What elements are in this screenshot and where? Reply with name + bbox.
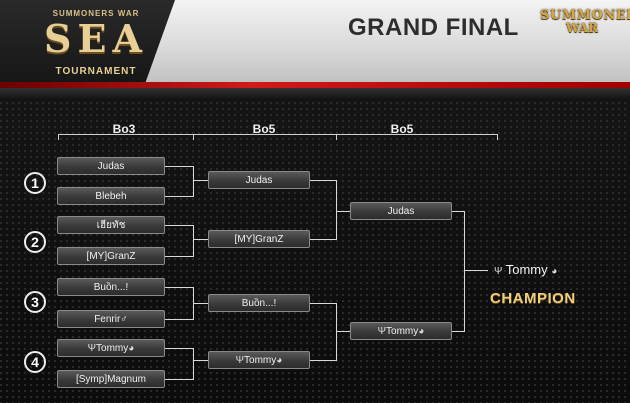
champion-label: CHAMPION	[490, 290, 576, 307]
bracket-slot[interactable]: Ψ Tommy ◕	[350, 322, 452, 340]
round-header-tick	[58, 134, 59, 140]
bracket-connector	[310, 180, 336, 181]
bracket-connector	[165, 196, 193, 197]
bracket-connector	[464, 270, 488, 271]
player-name: Tommy	[96, 342, 129, 354]
page-title: GRAND FINAL	[348, 14, 519, 41]
player-name: Buồn...!	[93, 281, 129, 293]
bracket-connector	[193, 166, 194, 197]
event-logo-top: SUMMONERS WAR	[52, 9, 140, 18]
player-name: Buồn...!	[241, 297, 277, 309]
game-logo-line1: SUMMONERS	[540, 8, 630, 23]
bracket-slot[interactable]: Judas	[57, 157, 165, 175]
trident-icon: Ψ	[377, 325, 387, 337]
trident-icon: Ψ	[87, 342, 97, 354]
bracket-connector	[336, 211, 350, 212]
trident-icon: Ψ	[235, 354, 245, 366]
player-name: Blebeh	[95, 190, 127, 202]
bracket-connector	[310, 239, 336, 240]
player-name: Judas	[387, 205, 415, 217]
bracket-connector	[452, 211, 464, 212]
player-name: [MY]GranZ	[86, 250, 136, 262]
bracket-connector	[165, 256, 193, 257]
event-logo-main: SEA	[44, 16, 148, 61]
bracket-slot[interactable]: [Symp]Magnum	[57, 370, 165, 388]
group-number-2: 2	[24, 231, 46, 253]
bracket-slot[interactable]: [MY]GranZ	[57, 247, 165, 265]
champion-name-text: Tommy	[505, 262, 548, 277]
bracket-connector	[165, 225, 193, 226]
bracket-slot[interactable]: Ψ Tommy ◕	[57, 339, 165, 357]
header-shadow	[0, 88, 630, 100]
bracket-slot[interactable]: Buồn...!	[57, 278, 165, 296]
bracket-connector	[310, 303, 336, 304]
group-number-4: 4	[24, 351, 46, 373]
bracket-connector	[165, 166, 193, 167]
bracket-connector	[336, 331, 350, 332]
round-header-tick	[336, 134, 337, 140]
bracket-connector	[165, 379, 193, 380]
player-name: [MY]GranZ	[234, 233, 284, 245]
bracket-connector	[464, 211, 465, 332]
eye-icon: ◕	[128, 342, 135, 354]
bracket-connector	[452, 331, 464, 332]
bracket-connector	[193, 360, 208, 361]
bracket-connector	[193, 303, 208, 304]
bracket-slot[interactable]: Fenrir♂	[57, 310, 165, 328]
eye-icon: ◕	[276, 354, 283, 366]
bracket-connector	[193, 239, 208, 240]
game-logo-line2: WAR	[566, 21, 598, 35]
bracket-connector	[165, 287, 193, 288]
header-event-panel	[0, 0, 175, 88]
round-label-2: Bo5	[252, 122, 276, 136]
round-header-line	[58, 134, 498, 135]
group-number-3: 3	[24, 291, 46, 313]
game-logo: SUMMONERS WAR	[540, 8, 630, 48]
player-name: Judas	[97, 160, 125, 172]
bracket-slot[interactable]: เฮียทัช	[57, 216, 165, 234]
player-name: Fenrir♂	[94, 313, 128, 325]
bracket-connector	[336, 180, 337, 240]
bracket-slot[interactable]: Judas	[208, 171, 310, 189]
bracket-slot[interactable]: Blebeh	[57, 187, 165, 205]
event-logo-sub: TOURNAMENT	[55, 66, 137, 77]
bracket-connector	[193, 225, 194, 257]
player-name: Tommy	[386, 325, 419, 337]
player-name: Tommy	[244, 354, 277, 366]
eye-icon: ◕	[551, 266, 558, 277]
bracket-connector	[165, 319, 193, 320]
player-name: [Symp]Magnum	[75, 373, 147, 385]
round-header-tick	[193, 134, 194, 140]
group-number-1: 1	[24, 172, 46, 194]
round-header-tick	[497, 134, 498, 140]
player-name: เฮียทัช	[96, 219, 126, 231]
eye-icon: ◕	[418, 325, 425, 337]
bracket-connector	[310, 360, 336, 361]
bracket-slot[interactable]: Ψ Tommy ◕	[208, 351, 310, 369]
bracket-connector	[193, 180, 208, 181]
round-label-3: Bo5	[390, 122, 414, 136]
player-name: Judas	[245, 174, 273, 186]
bracket-slot[interactable]: Judas	[350, 202, 452, 220]
bracket-slot[interactable]: Buồn...!	[208, 294, 310, 312]
bracket-connector	[193, 348, 194, 380]
champion-name: Ψ Tommy ◕	[494, 262, 557, 277]
bracket-connector	[336, 303, 337, 361]
trident-icon: Ψ	[494, 266, 503, 277]
round-label-1: Bo3	[112, 122, 136, 136]
bracket-slot[interactable]: [MY]GranZ	[208, 230, 310, 248]
header-red-stripe	[0, 82, 630, 88]
bracket-connector	[165, 348, 193, 349]
